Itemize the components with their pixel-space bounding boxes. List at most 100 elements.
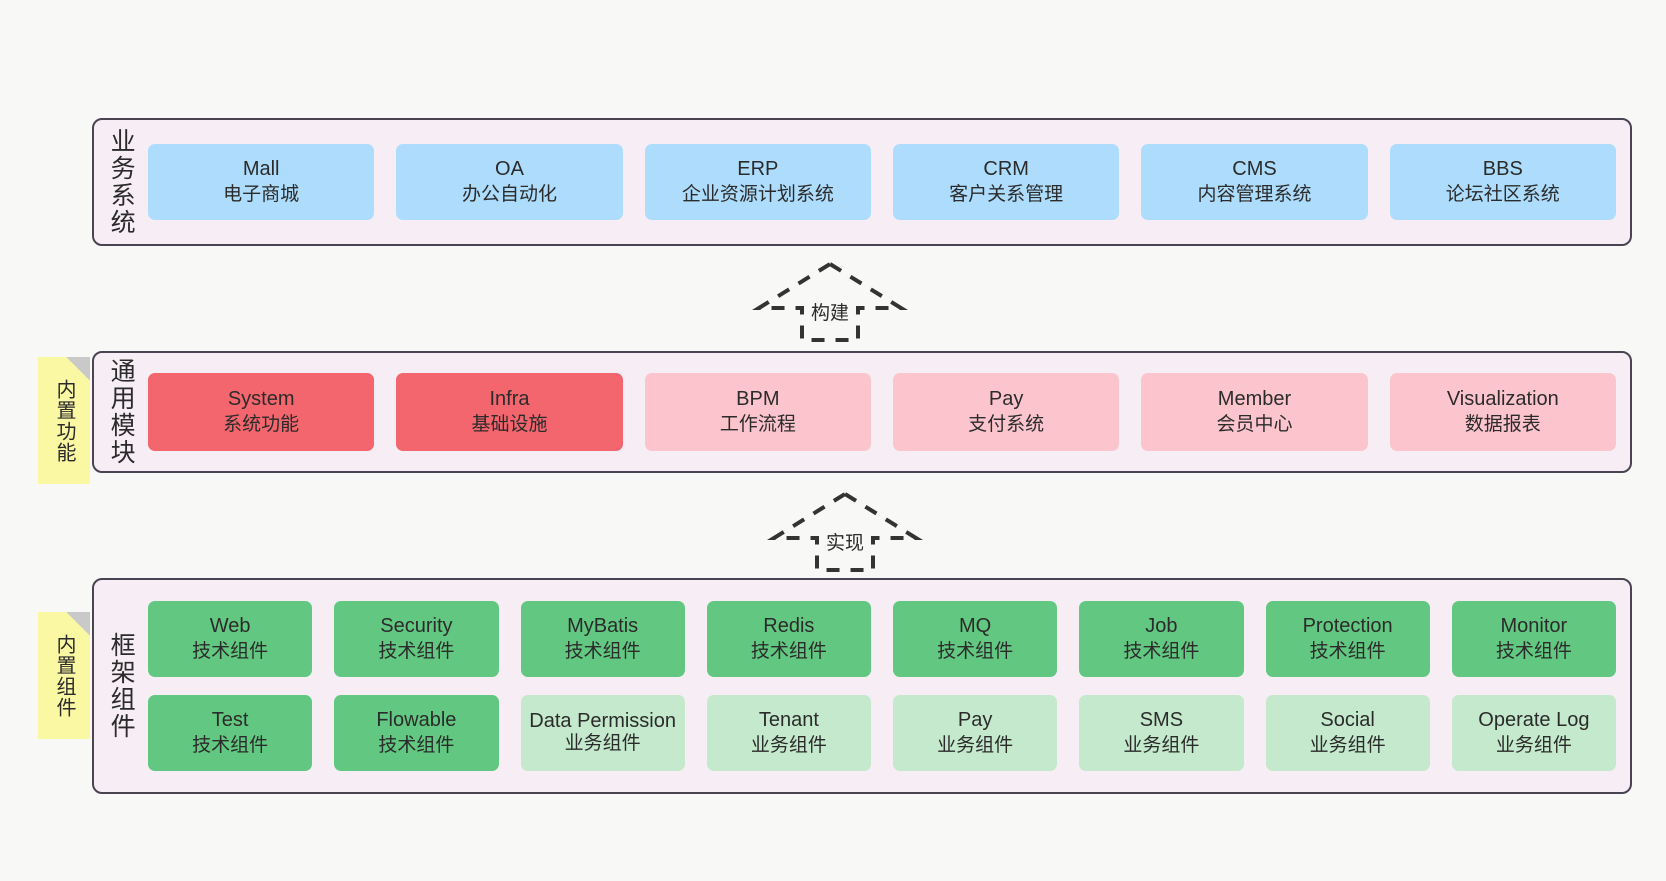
card-subtitle: 工作流程: [719, 413, 796, 435]
card-title: Infra: [489, 388, 530, 411]
card-title: Pay: [988, 388, 1024, 411]
card-subtitle: 客户关系管理: [949, 183, 1064, 205]
note-builtin-components: 内置组件: [38, 612, 90, 739]
card-subtitle: 技术组件: [192, 734, 269, 756]
note-fold-icon: [66, 357, 90, 381]
card-subtitle: 电子商城: [223, 183, 300, 205]
card-subtitle: 业务组件: [937, 734, 1014, 756]
card-title: SMS: [1139, 709, 1184, 732]
card-visualization[interactable]: Visualization 数据报表: [1389, 373, 1616, 451]
card-subtitle: 业务组件: [1309, 734, 1386, 756]
card-title: Job: [1145, 615, 1178, 638]
card-title: Mall: [242, 158, 280, 181]
note-builtin-features: 内置功能: [38, 357, 90, 484]
card-title: Tenant: [758, 709, 819, 732]
card-title: Pay: [957, 709, 993, 732]
card-subtitle: 技术组件: [750, 640, 827, 662]
card-job[interactable]: Job 技术组件: [1079, 601, 1244, 677]
card-bpm[interactable]: BPM 工作流程: [644, 373, 871, 451]
card-title: CRM: [983, 158, 1029, 181]
card-title: Visualization: [1446, 388, 1559, 411]
card-title: System: [227, 388, 295, 411]
card-title: Redis: [763, 615, 815, 638]
note-fold-icon: [66, 612, 90, 636]
card-title: Protection: [1302, 615, 1393, 638]
card-title: CMS: [1232, 158, 1277, 181]
card-security[interactable]: Security 技术组件: [334, 601, 499, 677]
layer-common-modules: 通用模块 System 系统功能 Infra 基础设施 BPM 工作流程 Pay…: [92, 351, 1632, 473]
card-subtitle: 数据报表: [1464, 413, 1541, 435]
card-mybatis[interactable]: MyBatis 技术组件: [520, 601, 685, 677]
card-sms[interactable]: SMS 业务组件: [1079, 695, 1244, 771]
card-row: Web 技术组件 Security 技术组件 MyBatis 技术组件 Redi…: [148, 601, 1616, 677]
card-title: Test: [211, 709, 249, 732]
note-label: 内置组件: [53, 633, 75, 718]
card-cms[interactable]: CMS 内容管理系统: [1141, 144, 1368, 220]
card-subtitle: 系统功能: [223, 413, 300, 435]
card-subtitle: 办公自动化: [461, 183, 557, 205]
card-title: Flowable: [376, 709, 457, 732]
card-infra[interactable]: Infra 基础设施: [396, 373, 623, 451]
card-subtitle: 企业资源计划系统: [681, 183, 834, 205]
card-operate-log[interactable]: Operate Log 业务组件: [1451, 695, 1616, 771]
arrow-implement-label: 实现: [825, 533, 865, 554]
card-flowable[interactable]: Flowable 技术组件: [334, 695, 499, 771]
card-web[interactable]: Web 技术组件: [148, 601, 313, 677]
card-bbs[interactable]: BBS 论坛社区系统: [1389, 144, 1616, 220]
card-subtitle: 基础设施: [471, 413, 548, 435]
arrow-build: 构建: [751, 260, 909, 344]
card-subtitle: 技术组件: [192, 640, 269, 662]
layer-body-business-system: Mall 电子商城 OA 办公自动化 ERP 企业资源计划系统 CRM 客户关系…: [148, 120, 1630, 244]
layer-title-common-modules: 通用模块: [107, 358, 136, 466]
card-title: Web: [209, 615, 251, 638]
arrow-build-label: 构建: [810, 303, 850, 324]
card-pay-business[interactable]: Pay 业务组件: [893, 695, 1058, 771]
card-subtitle: 业务组件: [1123, 734, 1200, 756]
card-subtitle: 论坛社区系统: [1445, 183, 1560, 205]
card-title: Operate Log: [1478, 709, 1590, 732]
card-subtitle: 业务组件: [750, 734, 827, 756]
card-tenant[interactable]: Tenant 业务组件: [706, 695, 871, 771]
card-protection[interactable]: Protection 技术组件: [1265, 601, 1430, 677]
layer-body-common-modules: System 系统功能 Infra 基础设施 BPM 工作流程 Pay 支付系统…: [148, 353, 1630, 471]
card-title: MQ: [959, 615, 992, 638]
card-subtitle: 技术组件: [564, 640, 641, 662]
card-erp[interactable]: ERP 企业资源计划系统: [644, 144, 871, 220]
card-title: ERP: [737, 158, 779, 181]
card-subtitle: 技术组件: [378, 734, 455, 756]
card-redis[interactable]: Redis 技术组件: [706, 601, 871, 677]
layer-body-framework-components: Web 技术组件 Security 技术组件 MyBatis 技术组件 Redi…: [148, 580, 1630, 792]
layer-title-framework-components: 框架组件: [107, 632, 136, 740]
card-subtitle: 技术组件: [1495, 640, 1572, 662]
arrow-implement: 实现: [766, 490, 924, 574]
card-mall[interactable]: Mall 电子商城: [148, 144, 375, 220]
card-row: Test 技术组件 Flowable 技术组件 Data Permission …: [148, 695, 1616, 771]
card-pay[interactable]: Pay 支付系统: [892, 373, 1120, 451]
layer-business-system: 业务系统 Mall 电子商城 OA 办公自动化 ERP 企业资源计划系统 CRM…: [92, 118, 1632, 246]
card-subtitle: 技术组件: [1309, 640, 1386, 662]
layer-framework-components: 框架组件 Web 技术组件 Security 技术组件 MyBatis 技术组件…: [92, 578, 1632, 794]
note-label: 内置功能: [53, 378, 75, 463]
card-mq[interactable]: MQ 技术组件: [893, 601, 1058, 677]
card-title: BPM: [736, 388, 780, 411]
card-title: BBS: [1482, 158, 1523, 181]
card-title: Social: [1320, 709, 1375, 732]
card-subtitle: 技术组件: [937, 640, 1014, 662]
card-row: Mall 电子商城 OA 办公自动化 ERP 企业资源计划系统 CRM 客户关系…: [148, 144, 1616, 220]
card-row: System 系统功能 Infra 基础设施 BPM 工作流程 Pay 支付系统…: [148, 373, 1616, 451]
card-subtitle: 会员中心: [1216, 413, 1293, 435]
card-subtitle: 技术组件: [1123, 640, 1200, 662]
card-title: MyBatis: [567, 615, 639, 638]
card-social[interactable]: Social 业务组件: [1265, 695, 1430, 771]
card-subtitle: 内容管理系统: [1197, 183, 1312, 205]
card-oa[interactable]: OA 办公自动化: [396, 144, 623, 220]
card-system[interactable]: System 系统功能: [148, 373, 375, 451]
card-title: Monitor: [1500, 615, 1568, 638]
card-title: Security: [380, 615, 453, 638]
card-member[interactable]: Member 会员中心: [1141, 373, 1368, 451]
card-monitor[interactable]: Monitor 技术组件: [1451, 601, 1616, 677]
card-test[interactable]: Test 技术组件: [148, 695, 313, 771]
card-crm[interactable]: CRM 客户关系管理: [892, 144, 1120, 220]
card-data-permission[interactable]: Data Permission 业务组件: [520, 695, 685, 771]
card-subtitle: 支付系统: [968, 413, 1045, 435]
